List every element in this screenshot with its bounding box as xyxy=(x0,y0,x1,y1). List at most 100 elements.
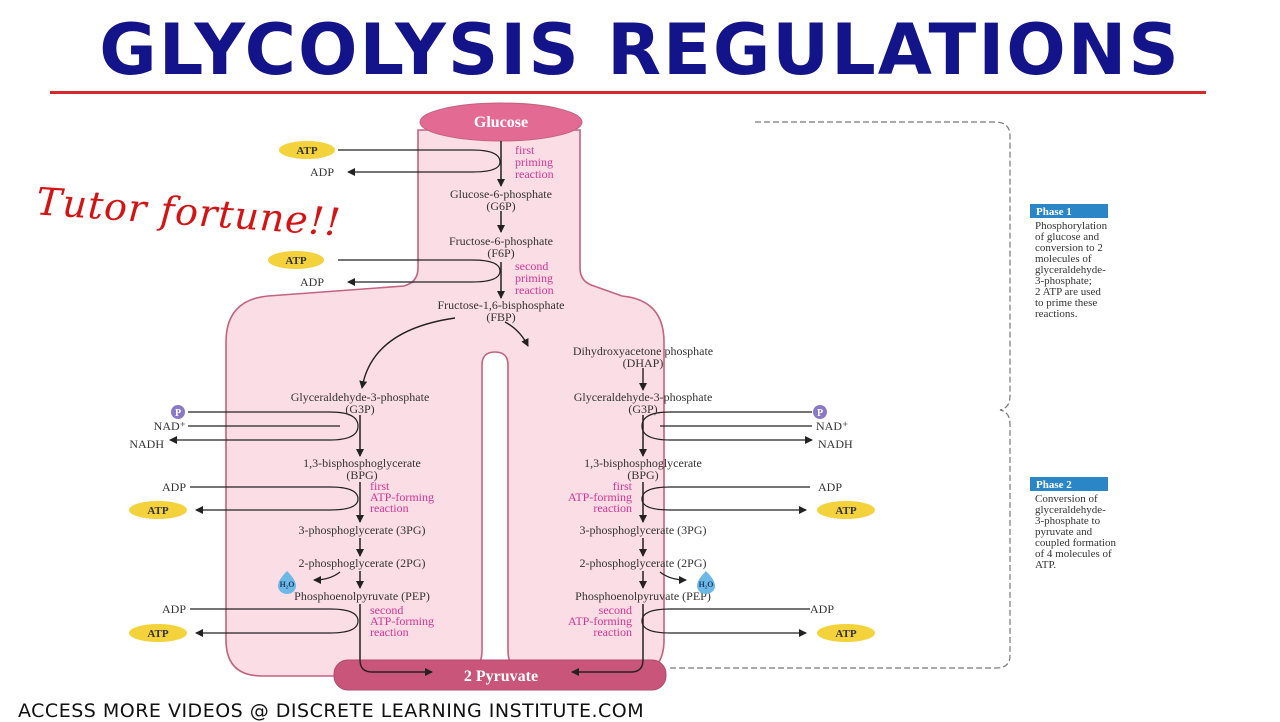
nad-label: NAD⁺ xyxy=(816,419,848,433)
phase2-line: glyceraldehyde- xyxy=(1035,504,1106,516)
left-second-atp-line1: second xyxy=(370,603,403,617)
atp-badge xyxy=(129,501,187,519)
phosphate-label: P xyxy=(175,408,181,419)
phase2-line: 3-phosphate to xyxy=(1035,515,1101,527)
atp-label: ATP xyxy=(285,255,306,267)
left-first-atp-line1: first xyxy=(370,479,390,493)
nadh-label: NADH xyxy=(129,437,164,451)
adp-label: ADP xyxy=(310,165,334,179)
phase1-line: 2 ATP are used xyxy=(1035,286,1101,298)
left-pep-label: Phosphoenolpyruvate (PEP) xyxy=(294,589,430,603)
first-priming-line2: priming xyxy=(515,155,553,169)
atp-label: ATP xyxy=(835,628,856,640)
g6p-abbr: (G6P) xyxy=(486,199,515,213)
right-bpg-name: 1,3-bisphosphoglycerate xyxy=(584,456,702,470)
title-underline xyxy=(50,91,1206,94)
phase2-line: of 4 molecules of xyxy=(1035,548,1112,560)
adp-label: ADP xyxy=(300,275,324,289)
phase2-line: ATP. xyxy=(1035,559,1056,571)
right-nad-loop xyxy=(641,411,813,444)
phosphate-label: P xyxy=(817,408,823,419)
fbp-abbr: (FBP) xyxy=(486,310,515,324)
atp-badge xyxy=(268,251,324,269)
right-pep-label: Phosphoenolpyruvate (PEP) xyxy=(575,589,711,603)
page-title: GLYCOLYSIS REGULATIONS xyxy=(99,9,1181,91)
nad-label: NAD⁺ xyxy=(154,419,186,433)
left-first-atp-line3: reaction xyxy=(370,501,409,515)
phase1-line: reactions. xyxy=(1035,308,1078,320)
adp-label: ADP xyxy=(818,480,842,494)
adp-label: ADP xyxy=(162,480,186,494)
phase1-tag xyxy=(1030,204,1108,218)
left-bpg-name: 1,3-bisphosphoglycerate xyxy=(303,456,421,470)
atp-badge xyxy=(279,141,335,159)
adp-label: ADP xyxy=(810,602,834,616)
phase1-tag-label: Phase 1 xyxy=(1036,206,1072,218)
phase1-line: 3-phosphate; xyxy=(1035,275,1092,287)
left-g3p-abbr: (G3P) xyxy=(345,402,374,416)
atp-label: ATP xyxy=(147,505,168,517)
phase2-line: coupled formation xyxy=(1035,537,1116,549)
left-nad-loop xyxy=(169,411,359,444)
right-g3p-abbr: (G3P) xyxy=(628,402,657,416)
arrow-fbp-dhap xyxy=(504,321,529,347)
phase1-line: to prime these xyxy=(1035,297,1097,309)
right-g3p-name: Glyceraldehyde-3-phosphate xyxy=(574,390,713,404)
phase1-line: molecules of xyxy=(1035,253,1092,265)
phosphate-icon xyxy=(813,405,827,419)
left-first-atp-line2: ATP-forming xyxy=(370,490,434,504)
phosphate-icon xyxy=(171,405,185,419)
left-3pg-label: 3-phosphoglycerate (3PG) xyxy=(299,523,426,537)
priming2-cofactor-arrow xyxy=(338,259,501,286)
g6p-name: Glucose-6-phosphate xyxy=(450,187,552,201)
pyruvate-label: 2 Pyruvate xyxy=(464,668,538,685)
right-bpg-abbr: (BPG) xyxy=(627,468,658,482)
atp-label: ATP xyxy=(835,505,856,517)
right-second-atp-line3: reaction xyxy=(593,625,632,639)
atp-badge xyxy=(817,624,875,642)
left-g3p-name: Glyceraldehyde-3-phosphate xyxy=(291,390,430,404)
phase2-description: Conversion of glyceraldehyde- 3-phosphat… xyxy=(1035,493,1116,571)
second-priming-line2: priming xyxy=(515,271,553,285)
right-2pg-label: 2-phosphoglycerate (2PG) xyxy=(580,556,707,570)
nadh-label: NADH xyxy=(818,437,853,451)
atp-label: ATP xyxy=(296,145,317,157)
left-water-arrow xyxy=(313,571,341,584)
left-2pg-label: 2-phosphoglycerate (2PG) xyxy=(299,556,426,570)
phase-bracket xyxy=(668,121,1011,669)
footer-link[interactable]: ACCESS MORE VIDEOS @ DISCRETE LEARNING I… xyxy=(18,700,645,722)
phase1-line: conversion to 2 xyxy=(1035,242,1103,254)
water-label: H₂O xyxy=(699,580,714,589)
pathway-body xyxy=(225,129,665,677)
water-drop-icon xyxy=(278,571,296,594)
right-first-atp-line2: ATP-forming xyxy=(568,490,632,504)
water-drop-icon xyxy=(697,571,715,594)
left-bpg-abbr: (BPG) xyxy=(346,468,377,482)
fbp-name: Fructose-1,6-bisphosphate xyxy=(438,298,565,312)
phase1-line: Phosphorylation xyxy=(1035,220,1108,232)
water-label: H₂O xyxy=(280,580,295,589)
phase2-tag xyxy=(1030,477,1108,491)
phase1-line: glyceraldehyde- xyxy=(1035,264,1106,276)
dhap-name: Dihydroxyacetone phosphate xyxy=(573,344,713,358)
atp-badge xyxy=(129,624,187,642)
glucose-label: Glucose xyxy=(474,114,528,131)
dhap-abbr: (DHAP) xyxy=(623,356,664,370)
right-atp2-loop xyxy=(641,608,810,637)
right-second-atp-line2: ATP-forming xyxy=(568,614,632,628)
left-atp1-loop xyxy=(190,486,359,514)
atp-badge xyxy=(817,501,875,519)
left-atp2-loop xyxy=(190,608,359,637)
f6p-name: Fructose-6-phosphate xyxy=(449,234,553,248)
second-priming-line1: second xyxy=(515,259,548,273)
phase2-tag-label: Phase 2 xyxy=(1036,479,1072,491)
arrow-fbp-g3p-left xyxy=(359,317,456,389)
first-priming-line1: first xyxy=(515,143,535,157)
phase1-description: Phosphorylation of glucose and conversio… xyxy=(1035,220,1108,320)
left-second-atp-line2: ATP-forming xyxy=(370,614,434,628)
arrow-left-into-pyruvate xyxy=(359,659,433,676)
right-second-atp-line1: second xyxy=(599,603,632,617)
right-water-arrow xyxy=(659,571,687,584)
first-priming-line3: reaction xyxy=(515,167,554,181)
